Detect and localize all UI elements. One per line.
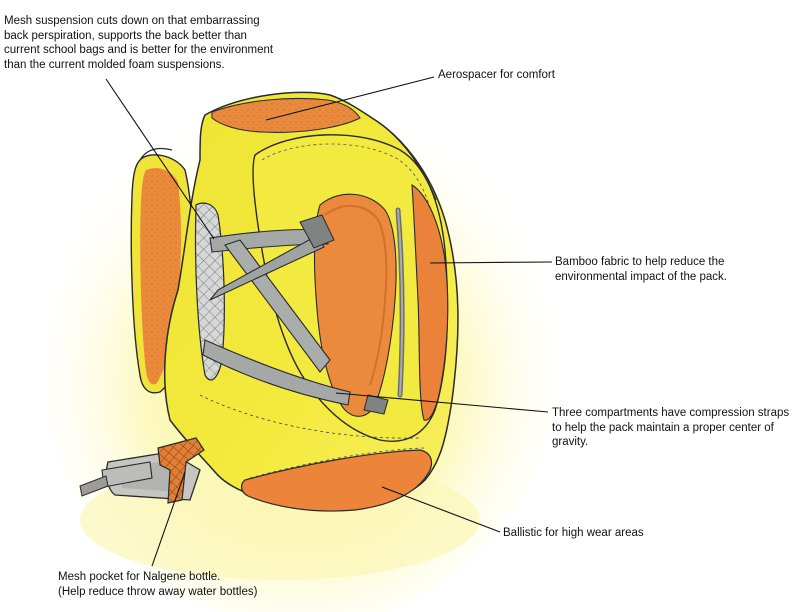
- leader-compression: [335, 392, 549, 413]
- leader-ballistic: [381, 486, 501, 533]
- annotation-line: Aerospacer for comfort: [438, 69, 555, 81]
- leader-aerospacer: [265, 76, 435, 121]
- annotation-line: (Help reduce throw away water bottles): [58, 585, 258, 598]
- leader-mesh-suspension: [105, 78, 215, 240]
- annotation-aerospacer: Aerospacer for comfort: [438, 68, 555, 83]
- annotation-line: Mesh suspension cuts down on that embarr…: [4, 15, 260, 27]
- annotation-line: gravity.: [552, 436, 589, 448]
- side-bamboo-panel: [411, 183, 449, 421]
- annotation-mesh-pocket: Mesh pocket for Nalgene bottle. (Help re…: [58, 570, 257, 599]
- side-mesh-pocket: [157, 437, 205, 504]
- annotation-line: than the current molded foam suspensions…: [4, 58, 225, 71]
- leader-bamboo: [429, 261, 553, 264]
- annotation-line: Mesh pocket for Nalgene bottle.: [58, 571, 221, 583]
- annotation-line: back perspiration, supports the back bet…: [4, 29, 247, 42]
- annotation-line: current school bags and is better for th…: [4, 44, 274, 56]
- annotation-line: to help the pack maintain a proper cente…: [552, 421, 774, 434]
- annotation-bamboo: Bamboo fabric to help reduce the environ…: [555, 255, 727, 284]
- compression-strap-lower: [202, 339, 351, 406]
- leader-lines: [105, 76, 553, 567]
- leader-mesh-pocket: [151, 471, 186, 567]
- annotation-line: environmental impact of the pack.: [555, 270, 727, 283]
- strap-buckle: [299, 214, 335, 249]
- annotation-line: Three compartments have compression stra…: [552, 407, 790, 419]
- annotation-line: Bamboo fabric to help reduce the: [555, 256, 725, 268]
- annotation-ballistic: Ballistic for high wear areas: [503, 526, 644, 541]
- annotation-compression: Three compartments have compression stra…: [552, 406, 789, 450]
- strap-buckle-lower: [363, 394, 389, 415]
- annotation-line: Ballistic for high wear areas: [503, 527, 644, 539]
- ballistic-bottom-panel: [241, 449, 433, 512]
- annotation-mesh-suspension: Mesh suspension cuts down on that embarr…: [4, 14, 273, 72]
